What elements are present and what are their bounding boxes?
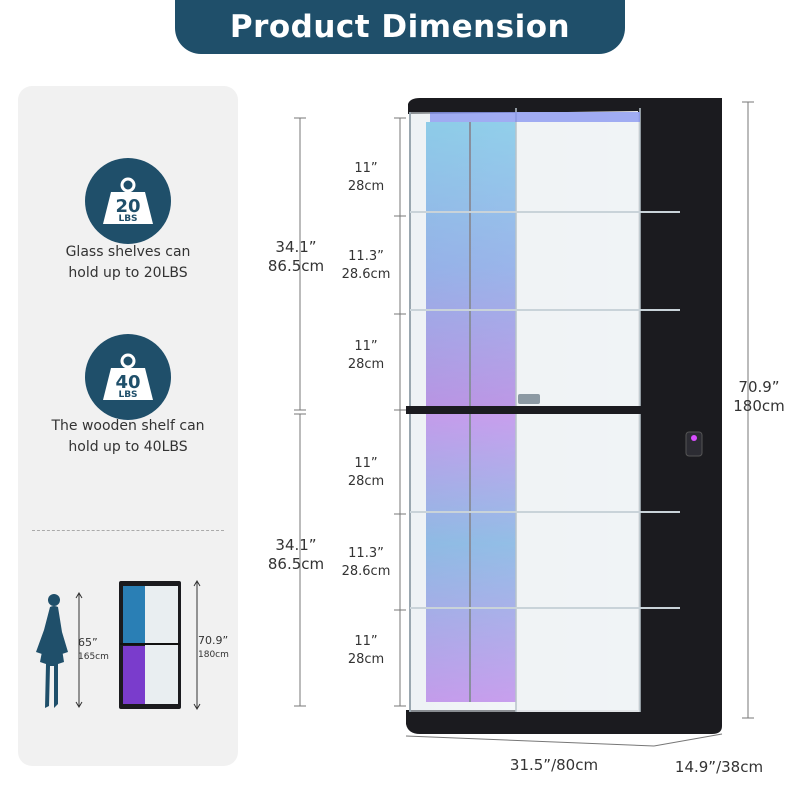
shelf-height: 11”28cm xyxy=(347,161,385,194)
mini-cabinet-height: 70.9” 180cm xyxy=(198,634,229,660)
divider xyxy=(32,530,224,531)
lower-section-height: 34.1”86.5cm xyxy=(267,536,325,573)
mini-cabinet-icon xyxy=(119,581,181,709)
dimension-lines xyxy=(294,117,406,707)
cabinet-depth: 14.9”/38cm xyxy=(674,758,764,776)
weight-unit: LBS xyxy=(118,214,138,224)
display-cabinet xyxy=(406,98,722,734)
upper-section-height: 34.1”86.5cm xyxy=(267,238,325,275)
cabinet-width: 31.5”/80cm xyxy=(509,756,599,774)
feature-caption: The wooden shelf can hold up to 40LBS xyxy=(51,418,205,455)
weight-number: 20 xyxy=(115,196,141,217)
weight-number: 40 xyxy=(115,372,141,393)
shelf-height: 11”28cm xyxy=(347,339,385,372)
feature-caption: Glass shelves can hold up to 20LBS xyxy=(65,244,191,281)
title-banner: Product Dimension xyxy=(175,0,625,54)
weight-unit: LBS xyxy=(118,390,138,400)
page-title: Product Dimension xyxy=(229,9,571,45)
person-height: 65” 165cm xyxy=(78,636,109,662)
shelf-height: 11.3”28.6cm xyxy=(341,249,391,282)
shelf-height: 11”28cm xyxy=(347,634,385,667)
total-height: 70.9”180cm xyxy=(733,378,785,415)
person-silhouette-icon xyxy=(36,594,68,708)
shelf-height: 11”28cm xyxy=(347,456,385,489)
weight-icon: 40 LBS xyxy=(85,334,171,420)
weight-icon: 20 LBS xyxy=(85,158,171,244)
shelf-height: 11.3”28.6cm xyxy=(341,546,391,579)
feature-panel: 20 LBS Glass shelves can hold up to 20LB… xyxy=(18,86,238,766)
